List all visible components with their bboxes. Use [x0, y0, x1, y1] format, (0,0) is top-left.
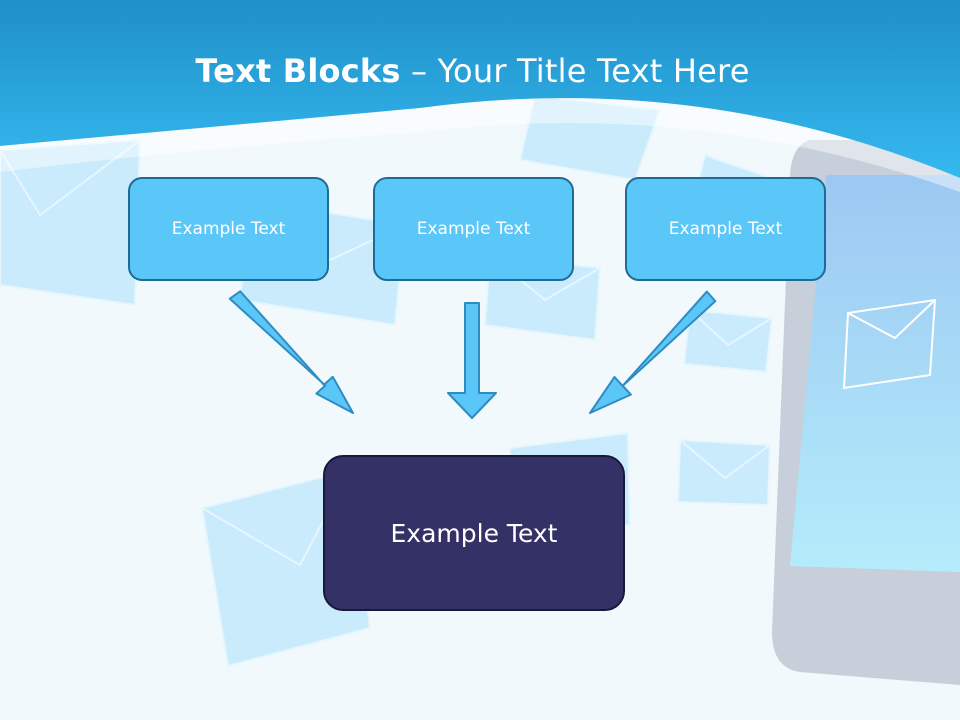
- arrow-right-down: [589, 290, 717, 414]
- arrow-down: [447, 302, 497, 419]
- text-block-2: Example Text: [373, 177, 574, 281]
- slide-title: Text Blocks – Your Title Text Here: [0, 52, 945, 90]
- header-band: [0, 0, 960, 178]
- text-block-label: Example Text: [171, 219, 286, 239]
- text-block-1: Example Text: [128, 177, 329, 281]
- target-block-label: Example Text: [390, 518, 558, 548]
- text-block-3: Example Text: [625, 177, 826, 281]
- header-swoosh: [0, 98, 960, 192]
- title-rest: Your Title Text Here: [437, 52, 750, 90]
- target-block: Example Text: [323, 455, 625, 611]
- title-bold: Text Blocks: [195, 52, 401, 90]
- text-block-label: Example Text: [668, 219, 783, 239]
- text-block-label: Example Text: [416, 219, 531, 239]
- title-dash: –: [410, 52, 428, 90]
- arrow-left-down: [228, 290, 354, 414]
